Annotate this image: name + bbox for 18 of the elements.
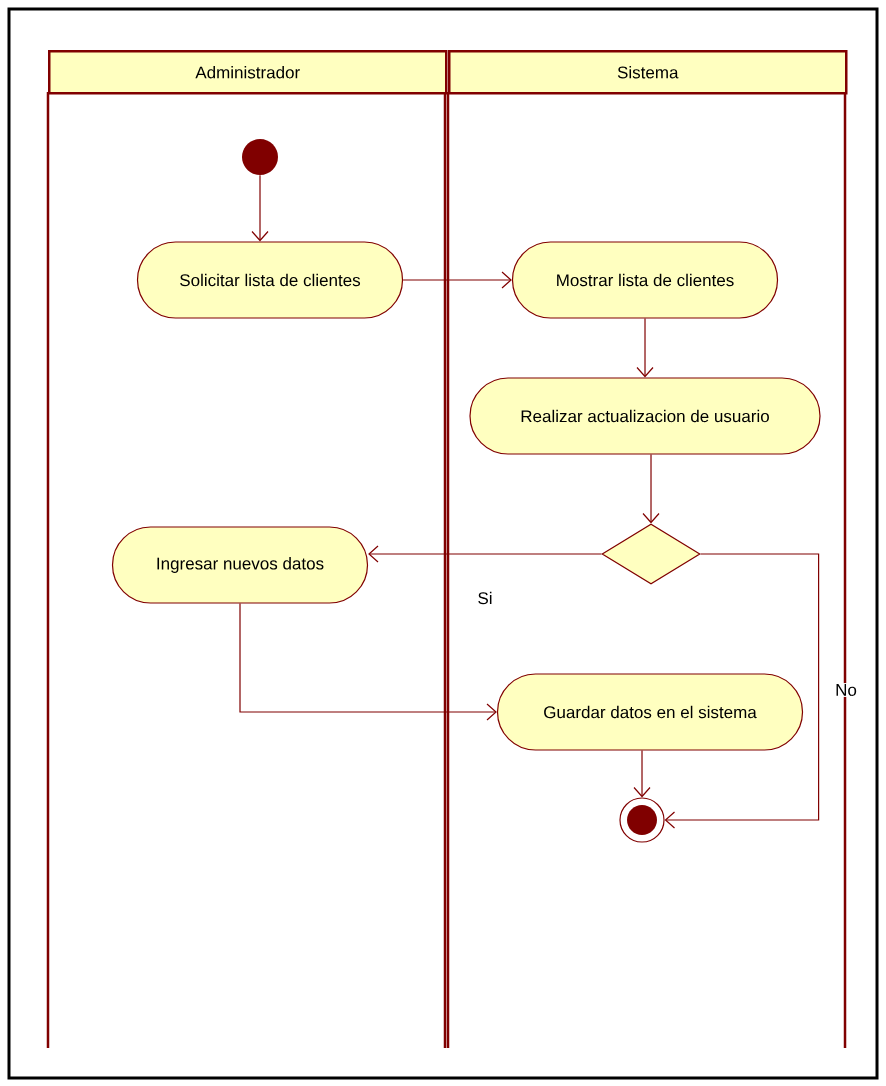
arrow: [636, 318, 654, 378]
arrow: [251, 174, 269, 242]
final-node: [619, 797, 665, 843]
arrow: [239, 603, 497, 721]
decision-diamond: [601, 523, 701, 585]
edge-label: Si: [476, 590, 494, 606]
action-box: Solicitar lista de clientes: [136, 241, 404, 319]
arrow: [664, 553, 820, 829]
arrow: [633, 750, 651, 798]
action-box: Ingresar nuevos datos: [111, 526, 369, 604]
action-box: Guardar datos en el sistema: [496, 673, 804, 751]
initial-node: [242, 139, 278, 175]
action-box: Mostrar lista de clientes: [511, 241, 779, 319]
arrow: [642, 454, 660, 524]
action-box: Realizar actualizacion de usuario: [469, 377, 821, 455]
edge-label: No: [834, 683, 858, 697]
arrow: [402, 271, 512, 289]
arrow: [368, 545, 602, 563]
